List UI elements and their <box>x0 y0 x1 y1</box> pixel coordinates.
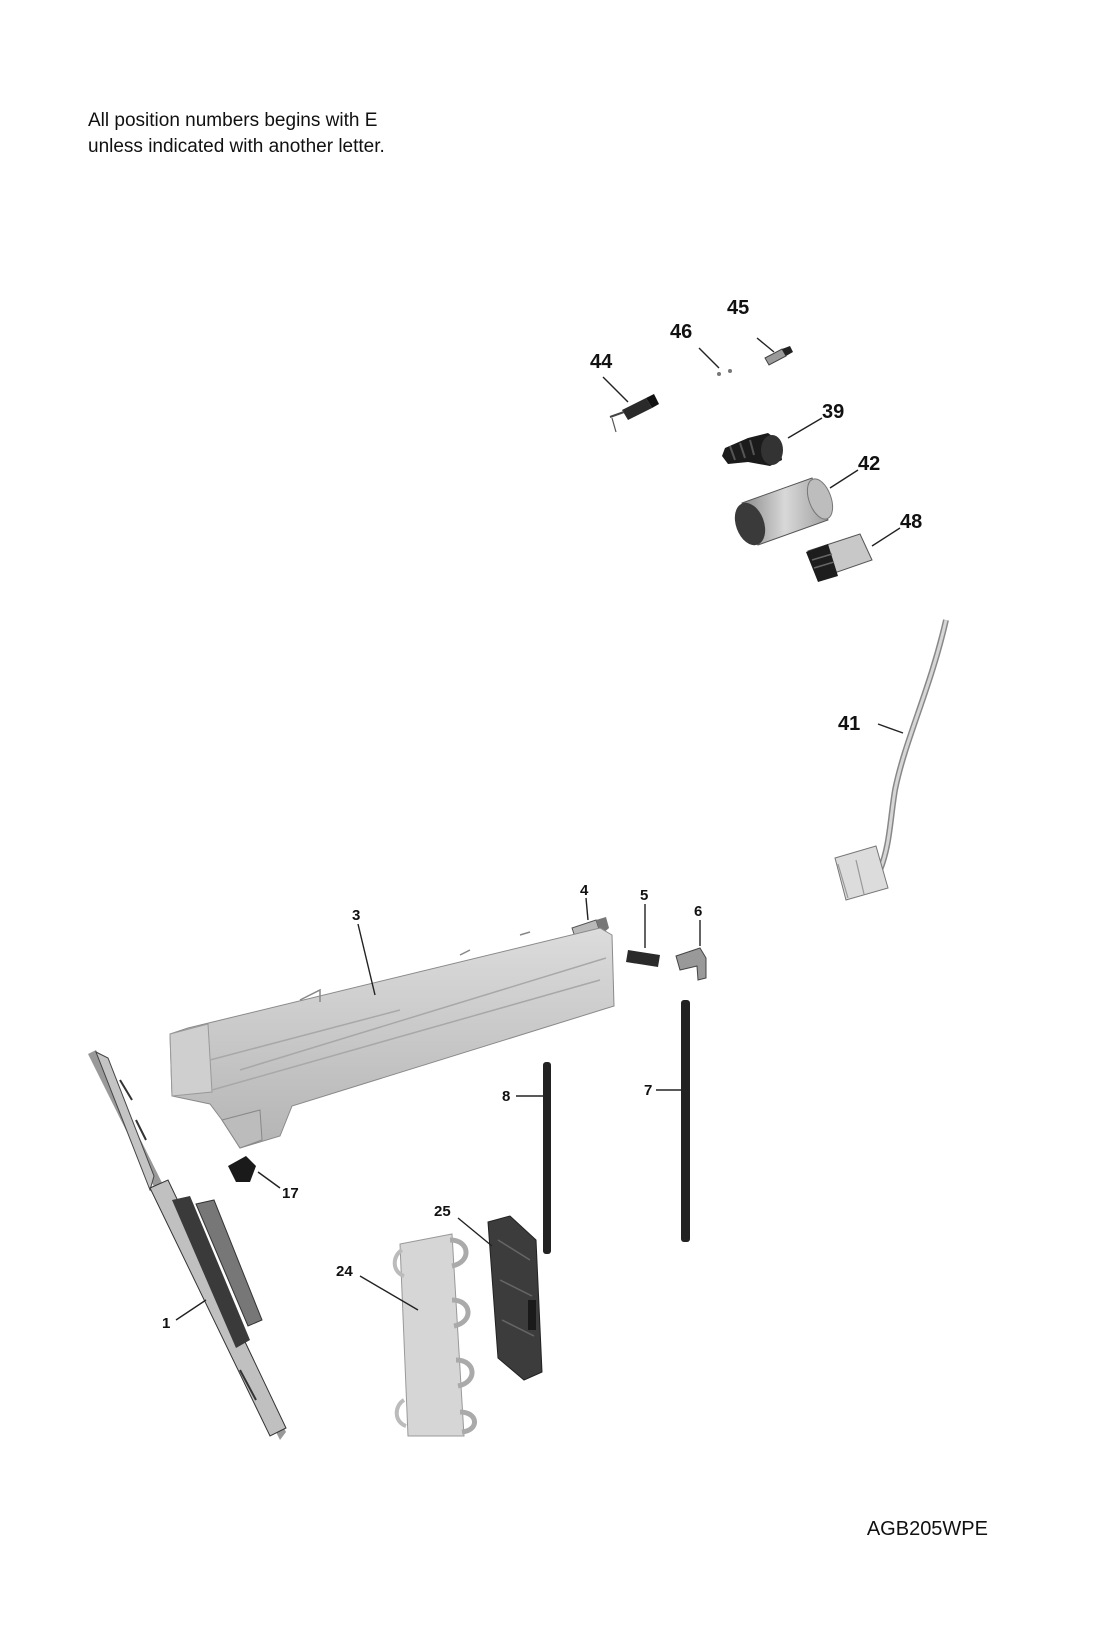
part-7-rod <box>656 1000 690 1242</box>
part-5-tube <box>626 904 660 967</box>
callout-44: 44 <box>590 351 613 373</box>
callout-45: 45 <box>727 297 749 319</box>
position-note-line-2: unless indicated with another letter. <box>88 136 385 157</box>
part-39-valve <box>722 417 823 466</box>
callout-6: 6 <box>694 903 702 920</box>
part-25-board <box>457 1215 543 1381</box>
part-17-clip <box>228 1156 281 1189</box>
callout-5: 5 <box>640 887 648 904</box>
part-3-trough <box>169 923 615 1149</box>
callout-17: 17 <box>282 1185 299 1202</box>
callout-46: 46 <box>670 321 692 343</box>
callout-41: 41 <box>838 713 860 735</box>
callout-48: 48 <box>900 511 922 533</box>
callout-39: 39 <box>822 401 844 423</box>
callout-24: 24 <box>336 1263 353 1280</box>
part-41-harness <box>834 619 949 901</box>
part-6-elbow <box>675 920 707 981</box>
part-1-panel <box>88 1050 287 1440</box>
callout-1: 1 <box>162 1315 170 1332</box>
callout-7: 7 <box>644 1082 652 1099</box>
callout-42: 42 <box>858 453 880 475</box>
part-24-holder <box>359 1233 477 1437</box>
part-45-pin <box>756 337 793 366</box>
position-note-line-1: All position numbers begins with E <box>88 110 378 131</box>
callout-8: 8 <box>502 1088 510 1105</box>
part-48-connector <box>806 527 901 582</box>
callout-4: 4 <box>580 882 589 899</box>
model-code: AGB205WPE <box>866 1518 988 1540</box>
part-46-washers <box>698 347 732 376</box>
callout-25: 25 <box>434 1203 451 1220</box>
callout-3: 3 <box>352 907 360 924</box>
part-42-capacitor <box>734 469 859 546</box>
position-note: All position numbers begins with E unles… <box>88 108 385 160</box>
part-44-screw <box>602 376 659 433</box>
part-8-rod <box>516 1062 551 1254</box>
